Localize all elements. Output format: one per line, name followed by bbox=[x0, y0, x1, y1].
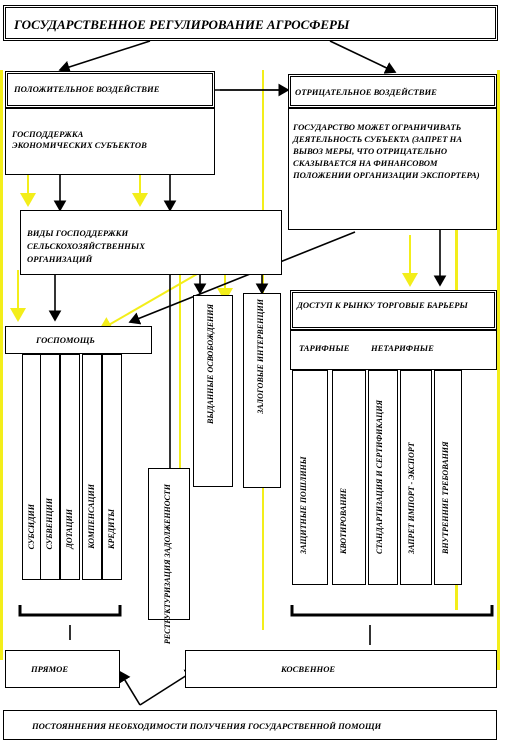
mid-col-1: РЕСТРУКТУРИЗАЦИЯ ЗАДОЛЖЕННОСТИ bbox=[148, 468, 190, 644]
support-types-box: ВИДЫ ГОСПОДДЕРЖКИ СЕЛЬСКОХОЗЯЙСТВЕННЫХ О… bbox=[20, 210, 282, 275]
help-col-label: СУБВЕНЦИИ bbox=[45, 497, 54, 549]
yellow-frame-line bbox=[0, 70, 3, 660]
support-subjects-box: ГОСПОДДЕРЖКА ЭКОНОМИЧЕСКИХ СУБЪЕКТОВ bbox=[5, 108, 215, 175]
positive-box: ПОЛОЖИТЕЛЬНОЕ ВОЗДЕЙСТВИЕ bbox=[5, 71, 215, 108]
barrier-col: ЗАПРЕТ ИМПОРТ - ЭКСПОРТ bbox=[400, 370, 432, 585]
barrier-col: КВОТИРОВАНИЕ bbox=[332, 370, 366, 585]
nontariff-label: НЕТАРИФНЫЕ bbox=[371, 343, 434, 353]
direct-box: ПРЯМОЕ bbox=[5, 650, 120, 688]
barrier-col: СТАНДАРТИЗАЦИЯ И СЕРТИФИКАЦИЯ bbox=[368, 370, 398, 585]
barrier-col-label: ВНУТРЕННИЕ ТРЕБОВАНИЯ bbox=[441, 441, 450, 554]
mid-col-1-label: РЕСТРУКТУРИЗАЦИЯ ЗАДОЛЖЕННОСТИ bbox=[163, 484, 172, 645]
direct-label: ПРЯМОЕ bbox=[31, 664, 69, 674]
bottom-label: ПОСТОЯННЕНИЯ НЕОБХОДИМОСТИ ПОЛУЧЕНИЯ ГОС… bbox=[32, 721, 382, 731]
state-limit-label: ГОСУДАРСТВО МОЖЕТ ОГРАНИЧИВАТЬ ДЕЯТЕЛЬНО… bbox=[293, 122, 480, 180]
help-col: КРЕДИТЫ bbox=[102, 354, 122, 580]
support-subjects-label: ГОСПОДДЕРЖКА ЭКОНОМИЧЕСКИХ СУБЪЕКТОВ bbox=[12, 129, 147, 150]
tariff-row: ТАРИФНЫЕ НЕТАРИФНЫЕ bbox=[290, 330, 497, 370]
yellow-frame-line bbox=[497, 70, 500, 670]
barrier-col-label: СТАНДАРТИЗАЦИЯ И СЕРТИФИКАЦИЯ bbox=[375, 399, 384, 554]
barrier-col-label: КВОТИРОВАНИЕ bbox=[339, 488, 348, 554]
tariff-label: ТАРИФНЫЕ bbox=[299, 343, 350, 353]
help-col-label: КОМПЕНСАЦИИ bbox=[87, 484, 96, 549]
mid-col-2: ВЫДАННЫЕ ОСВОБОЖДЕНИЯ bbox=[193, 295, 233, 487]
help-col-label: СУБСИДИИ bbox=[27, 503, 36, 549]
page-title: ГОСУДАРСТВЕННОЕ РЕГУЛИРОВАНИЕ АГРОСФЕРЫ bbox=[14, 17, 350, 32]
barrier-col-label: ЗАПРЕТ ИМПОРТ - ЭКСПОРТ bbox=[407, 442, 416, 554]
mid-col-3-label: ЗАЛОГОВЫЕ ИНТЕРВЕНЦИИ bbox=[256, 299, 265, 414]
help-col: ДОТАЦИИ bbox=[60, 354, 80, 580]
mid-col-3: ЗАЛОГОВЫЕ ИНТЕРВЕНЦИИ bbox=[243, 293, 281, 488]
mid-col-2-label: ВЫДАННЫЕ ОСВОБОЖДЕНИЯ bbox=[206, 304, 215, 424]
positive-label: ПОЛОЖИТЕЛЬНОЕ ВОЗДЕЙСТВИЕ bbox=[14, 84, 160, 94]
barrier-col: ЗАЩИТНЫЕ ПОШЛИНЫ bbox=[292, 370, 328, 585]
indirect-label: КОСВЕННОЕ bbox=[281, 664, 336, 674]
bottom-box: ПОСТОЯННЕНИЯ НЕОБХОДИМОСТИ ПОЛУЧЕНИЯ ГОС… bbox=[3, 710, 497, 740]
help-col-label: ДОТАЦИИ bbox=[65, 509, 74, 549]
barriers-box: ДОСТУП К РЫНКУ ТОРГОВЫЕ БАРЬЕРЫ bbox=[290, 290, 497, 330]
indirect-box: КОСВЕННОЕ bbox=[185, 650, 497, 688]
negative-box: ОТРИЦАТЕЛЬНОЕ ВОЗДЕЙСТВИЕ bbox=[288, 74, 497, 108]
gov-help-box: ГОСПОМОЩЬ bbox=[5, 326, 152, 354]
help-col: КОМПЕНСАЦИИ bbox=[82, 354, 102, 580]
title-box: ГОСУДАРСТВЕННОЕ РЕГУЛИРОВАНИЕ АГРОСФЕРЫ bbox=[3, 5, 498, 41]
help-col: СУБВЕНЦИИ bbox=[40, 354, 60, 580]
barrier-col-label: ЗАЩИТНЫЕ ПОШЛИНЫ bbox=[299, 456, 308, 554]
barriers-label: ДОСТУП К РЫНКУ ТОРГОВЫЕ БАРЬЕРЫ bbox=[297, 300, 468, 310]
state-limit-box: ГОСУДАРСТВО МОЖЕТ ОГРАНИЧИВАТЬ ДЕЯТЕЛЬНО… bbox=[288, 108, 497, 230]
support-types-label: ВИДЫ ГОСПОДДЕРЖКИ СЕЛЬСКОХОЗЯЙСТВЕННЫХ О… bbox=[27, 228, 145, 264]
gov-help-label: ГОСПОМОЩЬ bbox=[36, 335, 95, 345]
help-col: СУБСИДИИ bbox=[22, 354, 42, 580]
help-col-label: КРЕДИТЫ bbox=[107, 509, 116, 549]
barrier-col: ВНУТРЕННИЕ ТРЕБОВАНИЯ bbox=[434, 370, 462, 585]
negative-label: ОТРИЦАТЕЛЬНОЕ ВОЗДЕЙСТВИЕ bbox=[295, 87, 437, 97]
